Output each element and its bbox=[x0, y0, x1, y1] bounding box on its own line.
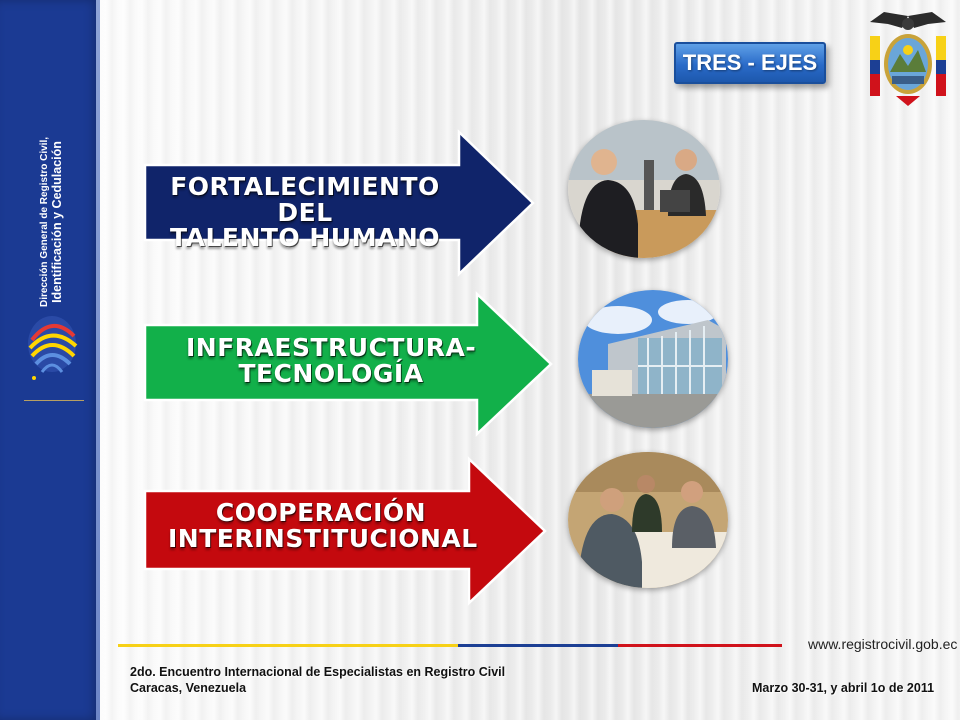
arrow-infraestructura-tecnologia bbox=[143, 291, 553, 437]
coat-of-arms-icon bbox=[870, 12, 946, 106]
axis3-line2: INTERINSTITUCIONAL bbox=[168, 523, 478, 553]
footer-event-line2: Caracas, Venezuela bbox=[130, 681, 247, 695]
title-badge: TRES - EJES bbox=[674, 42, 826, 84]
axis1-line2: TALENTO HUMANO bbox=[169, 223, 441, 252]
photo-office-interview bbox=[568, 120, 720, 258]
footer-website-link[interactable]: www.registrocivil.gob.ec bbox=[808, 636, 958, 652]
sidebar-title-line1: Dirección General de Registro Civil, bbox=[39, 136, 51, 308]
axis-label-infraestructura: INFRAESTRUCTURA- TECNOLOGÍA bbox=[186, 335, 476, 386]
footer-line-blue bbox=[458, 644, 618, 647]
axis2-line1: INFRAESTRUCTURA- bbox=[186, 333, 477, 362]
arrow-cooperacion bbox=[143, 456, 547, 606]
footer-event-line1: 2do. Encuentro Internacional de Especial… bbox=[130, 665, 506, 679]
sidebar-edge bbox=[96, 0, 100, 720]
footer-dates: Marzo 30-31, y abril 1o de 2011 bbox=[752, 681, 935, 695]
photo-meeting bbox=[568, 452, 728, 588]
sidebar-divider bbox=[24, 400, 84, 401]
sidebar: Dirección General de Registro Civil, Ide… bbox=[0, 0, 100, 720]
footer-line-red bbox=[618, 644, 782, 647]
fingerprint-logo-icon bbox=[28, 316, 78, 380]
sidebar-title-line2: Identificación y Cedulación bbox=[49, 141, 64, 303]
axis1-line1: FORTALECIMIENTO DEL bbox=[170, 172, 440, 227]
arrow-talento-humano bbox=[143, 129, 535, 277]
axis2-line2: TECNOLOGÍA bbox=[238, 358, 424, 388]
sidebar-institution-title: Dirección General de Registro Civil, Ide… bbox=[39, 127, 64, 317]
axis-label-talento-humano: FORTALECIMIENTO DEL TALENTO HUMANO bbox=[150, 174, 460, 251]
axis3-line1: COOPERACIÓN bbox=[215, 498, 427, 527]
axis-label-cooperacion: COOPERACIÓN INTERINSTITUCIONAL bbox=[168, 498, 478, 553]
footer-line-yellow bbox=[118, 644, 458, 647]
photo-building bbox=[578, 290, 728, 428]
